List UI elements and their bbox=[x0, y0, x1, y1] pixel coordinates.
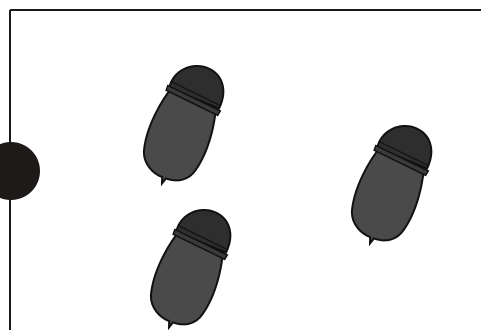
circle-marker-icon bbox=[0, 142, 40, 200]
acorn-icon bbox=[341, 116, 441, 253]
acorn-icon bbox=[140, 200, 240, 330]
acorn-icon bbox=[133, 56, 233, 193]
